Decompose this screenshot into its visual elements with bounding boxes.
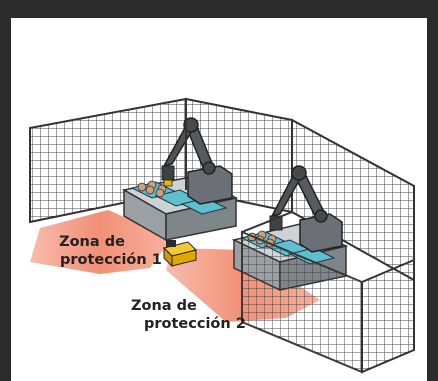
protection-zone-1 [30,210,168,274]
fence-right-front [361,258,415,374]
diagram-panel: Zona de protección 1 Zona de protección … [11,18,427,381]
laser-scanner [163,240,197,268]
zone-2-label-line1: Zona de [131,298,197,314]
zone-1-label-line1: Zona de [59,234,125,250]
zone-2-label-line2: protección 2 [144,316,246,332]
zone-2-label: Zona de protección 2 [119,297,249,333]
robot-cell-1 [121,117,239,242]
fence-connector [241,211,293,233]
zone-1-label: Zona de protección 1 [32,233,162,269]
zone-1-label-line2: protección 1 [60,252,162,268]
safety-scene-diagram [29,97,415,374]
